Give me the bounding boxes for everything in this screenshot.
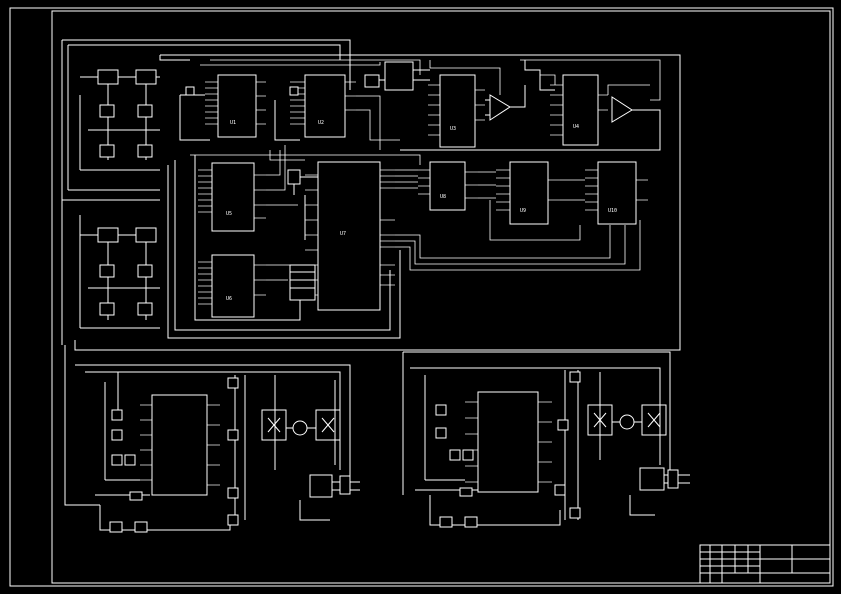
power-supply-lower — [62, 189, 160, 329]
op-amp-icon-2 — [611, 96, 633, 123]
component-label-u7: U7 — [340, 231, 346, 237]
ic-top-left-2: U2 — [290, 74, 356, 138]
component-label-u2: U2 — [318, 120, 324, 126]
control-board-outline — [61, 39, 681, 351]
ic-top-right: U4 — [550, 74, 608, 146]
title-block — [699, 544, 831, 584]
bus-wiring — [190, 59, 661, 281]
inner-border — [51, 10, 831, 584]
mcu-main: U7 — [305, 161, 395, 311]
ic-middle-right-2: U10 — [585, 161, 648, 225]
ic-top-center-small — [364, 61, 430, 91]
transistor-bridge-icon-2 — [587, 404, 667, 436]
component-label-u6: U6 — [226, 296, 232, 302]
ic-top-center: U3 — [428, 74, 485, 148]
ic-middle-right-1: U9 — [496, 161, 560, 225]
ic-left-lower: U6 — [198, 254, 266, 318]
component-label-u9: U9 — [520, 208, 526, 214]
ic-top-left-1: U1 — [205, 74, 266, 138]
op-amp-icon — [489, 94, 511, 121]
power-supply-upper — [79, 69, 160, 171]
component-label-u10: U10 — [608, 208, 617, 214]
component-label-u8: U8 — [440, 194, 446, 200]
motor-icon — [292, 420, 308, 436]
component-label-u4: U4 — [573, 124, 579, 130]
driver-board-right — [402, 351, 690, 528]
component-label-u3: U3 — [450, 126, 456, 132]
ic-left-middle: U5 — [198, 162, 266, 232]
component-label-u1: U1 — [230, 120, 236, 126]
outer-border — [9, 7, 834, 587]
component-label-u5: U5 — [226, 211, 232, 217]
driver-board-left — [64, 345, 360, 533]
motor-icon-2 — [619, 414, 635, 430]
transistor-bridge-icon — [261, 409, 341, 441]
ic-middle-center: U8 — [418, 161, 478, 211]
